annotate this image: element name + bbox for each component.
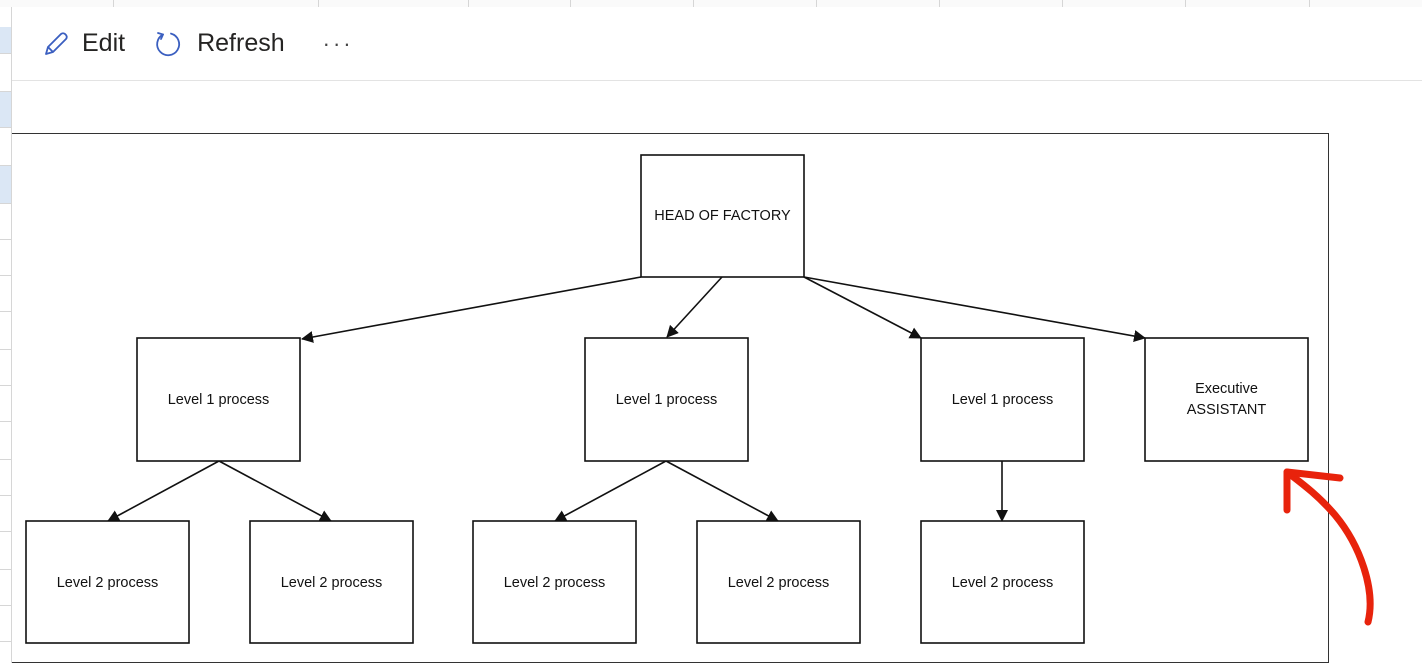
row-divider xyxy=(0,569,11,570)
node-level2-process: Level 2 process xyxy=(920,520,1085,644)
refresh-icon xyxy=(153,29,183,59)
connector-arrow xyxy=(554,460,667,522)
column-divider xyxy=(939,0,940,7)
node-label: Level 1 process xyxy=(952,392,1054,408)
column-divider xyxy=(816,0,817,7)
row-divider xyxy=(0,127,11,128)
node-label: Level 1 process xyxy=(616,392,718,408)
column-divider xyxy=(1062,0,1063,7)
refresh-button[interactable]: Refresh xyxy=(153,24,285,64)
row-divider xyxy=(0,605,11,606)
column-divider xyxy=(570,0,571,7)
node-label-line1: Executive xyxy=(1195,381,1258,397)
node-label: Level 2 process xyxy=(281,575,383,591)
node-label: HEAD OF FACTORY xyxy=(654,208,791,224)
connector-arrow xyxy=(666,276,723,338)
row-divider xyxy=(0,91,11,92)
column-divider xyxy=(1309,0,1310,7)
visual-toolbar: Edit Refresh ··· xyxy=(12,7,1422,81)
node-label: Level 2 process xyxy=(57,575,159,591)
node-level2-process: Level 2 process xyxy=(249,520,414,644)
row-divider xyxy=(0,531,11,532)
node-label: Level 2 process xyxy=(952,575,1054,591)
connector-arrow xyxy=(803,276,1146,342)
node-label: Level 1 process xyxy=(168,392,270,408)
connector-arrow xyxy=(301,276,642,343)
node-level1-process: Level 1 process xyxy=(920,337,1085,462)
edit-label: Edit xyxy=(82,29,126,57)
pencil-icon xyxy=(42,30,70,58)
node-executive-assistant: Executive ASSISTANT xyxy=(1144,337,1309,462)
column-divider xyxy=(468,0,469,7)
node-level2-process: Level 2 process xyxy=(696,520,861,644)
row-divider xyxy=(0,459,11,460)
node-label-line2: ASSISTANT xyxy=(1187,402,1267,418)
row-divider xyxy=(0,495,11,496)
more-options-button[interactable]: ··· xyxy=(322,30,354,56)
row-divider xyxy=(0,53,11,54)
refresh-label: Refresh xyxy=(197,29,285,57)
edit-button[interactable]: Edit xyxy=(42,24,125,64)
row-divider xyxy=(0,421,11,422)
connector-arrow xyxy=(107,460,220,522)
row-divider xyxy=(0,311,11,312)
node-level2-process: Level 2 process xyxy=(472,520,637,644)
row-divider xyxy=(0,385,11,386)
row-divider xyxy=(0,203,11,204)
column-divider xyxy=(1185,0,1186,7)
row-divider xyxy=(0,349,11,350)
connector-arrow xyxy=(803,276,922,339)
column-divider xyxy=(693,0,694,7)
node-label: Level 2 process xyxy=(504,575,606,591)
node-label: Level 2 process xyxy=(728,575,830,591)
node-level1-process: Level 1 process xyxy=(584,337,749,462)
spreadsheet-row-strip xyxy=(0,7,12,663)
node-level2-process: Level 2 process xyxy=(25,520,190,644)
selected-row-cell xyxy=(0,27,11,53)
connector-arrow xyxy=(218,460,332,522)
selected-row-cell xyxy=(0,165,11,203)
column-divider xyxy=(113,0,114,7)
row-divider xyxy=(0,239,11,240)
column-divider xyxy=(318,0,319,7)
row-divider xyxy=(0,165,11,166)
annotation-arrow xyxy=(1283,468,1374,626)
row-divider xyxy=(0,275,11,276)
selected-row-cell xyxy=(0,91,11,127)
row-divider xyxy=(0,641,11,642)
node-level1-process: Level 1 process xyxy=(136,337,301,462)
connector-arrow xyxy=(665,460,779,522)
node-head-of-factory: HEAD OF FACTORY xyxy=(640,154,805,278)
